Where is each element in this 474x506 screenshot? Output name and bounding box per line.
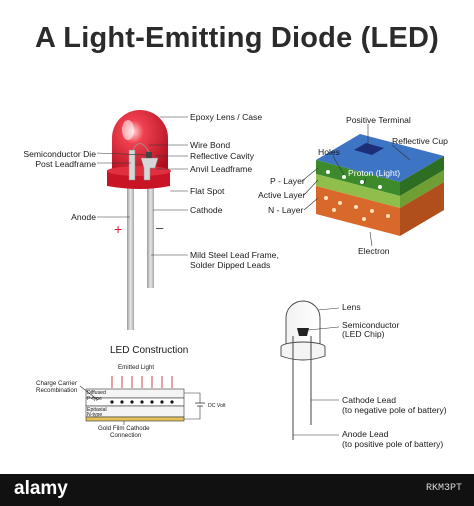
- anode-leg: [127, 188, 134, 330]
- semiconductor-die-label: Semiconductor Die: [23, 149, 96, 159]
- carrier-label-2: Recombination: [36, 387, 78, 394]
- gold-film-label-1: Gold Film Cathode: [98, 425, 150, 432]
- led-outline: [280, 300, 326, 440]
- led-cutaway: [107, 110, 171, 330]
- wire-bond: [132, 143, 150, 153]
- post-leadframe: [128, 149, 136, 181]
- positive-terminal-pad: [354, 143, 384, 155]
- hole: [378, 185, 382, 189]
- n-layer-front: [316, 186, 400, 236]
- epitaxial-label-2: N-type: [87, 412, 102, 418]
- anvil-leadframe-label: Anvil Leadframe: [190, 164, 252, 174]
- image-id: RKM3PT: [425, 483, 462, 494]
- electron: [324, 196, 328, 200]
- electron: [354, 205, 358, 209]
- electron: [332, 208, 336, 212]
- anode-lead-label-2: (to positive pole of battery): [342, 439, 443, 449]
- emitted-light-arrows: [111, 376, 173, 388]
- epoxy-lens-label: Epoxy Lens / Case: [190, 112, 262, 122]
- epitaxial-label-1: Epitaxial: [87, 407, 107, 413]
- wire-bond-label: Wire Bond: [190, 140, 230, 150]
- cathode-label: Cathode: [190, 205, 223, 215]
- lens-label: Lens: [342, 302, 361, 312]
- electron: [386, 214, 390, 218]
- anode-label: Anode: [71, 212, 96, 222]
- diffused-label-2: P-type: [87, 396, 102, 402]
- lens-highlight: [122, 120, 134, 140]
- dc-volt-label: DC Volt: [208, 403, 226, 409]
- active-layer-label: Active Layer: [258, 190, 305, 200]
- electron-label: Electron: [358, 246, 390, 256]
- anode-lead-label-1: Anode Lead: [342, 429, 389, 439]
- proton-label: Proton (Light): [348, 168, 400, 178]
- gold-film-label-2: Connection: [110, 432, 142, 439]
- p-layer-side: [400, 156, 444, 196]
- hole: [342, 175, 346, 179]
- electron: [338, 201, 342, 205]
- electron: [362, 217, 366, 221]
- reflective-cup-label: Reflective Cup: [392, 136, 448, 146]
- flat-spot-label: Flat Spot: [190, 186, 225, 196]
- hole: [360, 180, 364, 184]
- diffused-label-1: Diffused: [87, 390, 106, 396]
- minus-sign: –: [156, 220, 164, 235]
- electron: [370, 209, 374, 213]
- holes-label: Holes: [318, 147, 340, 157]
- construction-stack: [85, 388, 205, 422]
- p-layer-label: P - Layer: [270, 176, 305, 186]
- hole: [326, 170, 330, 174]
- emitted-light-label: Emitted Light: [118, 364, 154, 371]
- anvil-leadframe: [140, 157, 159, 181]
- lead-frame-label-2: Solder Dipped Leads: [190, 260, 270, 270]
- reflective-cavity-label: Reflective Cavity: [190, 151, 255, 161]
- footer-bar: alamy RKM3PT: [0, 474, 474, 506]
- semiconductor-label-2: (LED Chip): [342, 329, 385, 339]
- page-title: A Light-Emitting Diode (LED): [34, 22, 439, 54]
- cathode-lead-label-2: (to negative pole of battery): [342, 405, 447, 415]
- semiconductor-die: [146, 152, 152, 158]
- lead-frame-label-1: Mild Steel Lead Frame,: [190, 250, 279, 260]
- led-flange-top: [107, 166, 171, 176]
- n-layer-label: N - Layer: [268, 205, 303, 215]
- n-layer-side: [400, 182, 444, 236]
- alamy-logo: alamy: [14, 478, 68, 499]
- chip-top: [316, 134, 444, 182]
- positive-terminal-label: Positive Terminal: [346, 115, 411, 125]
- chip-layers: [316, 134, 444, 236]
- led-diagram: Epoxy Lens / Case Wire Bond Semiconducto…: [23, 110, 448, 449]
- active-layer-front: [316, 174, 400, 208]
- plus-sign: +: [114, 221, 122, 237]
- construction-heading: LED Construction: [110, 345, 188, 356]
- cathode-leg: [147, 188, 154, 288]
- carrier-label-1: Charge Carrier: [36, 380, 77, 387]
- post-leadframe-label: Post Leadframe: [35, 159, 96, 169]
- active-layer-side: [400, 170, 444, 208]
- semiconductor-label-1: Semiconductor: [342, 320, 399, 330]
- cathode-lead-label-1: Cathode Lead: [342, 395, 396, 405]
